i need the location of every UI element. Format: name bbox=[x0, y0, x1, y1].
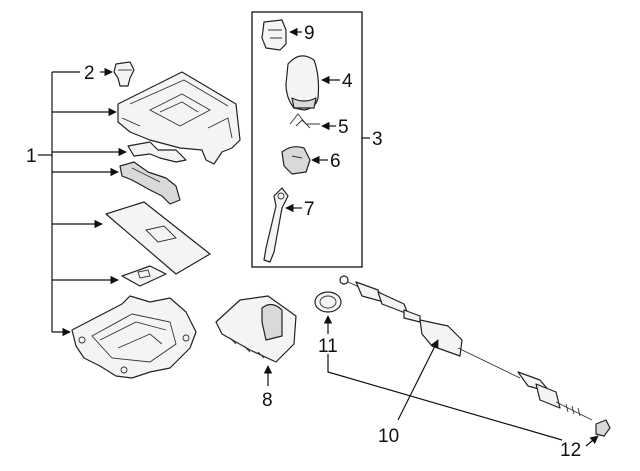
part-2-clip bbox=[100, 61, 135, 87]
part-12-clip-nut bbox=[585, 419, 611, 447]
callout-12: 12 bbox=[560, 440, 581, 461]
part-1-small-plate bbox=[121, 265, 167, 287]
callout-7: 7 bbox=[304, 199, 315, 220]
callout-6: 6 bbox=[330, 151, 341, 172]
part-4-shift-knob bbox=[285, 55, 340, 111]
callout-10: 10 bbox=[378, 426, 399, 447]
group-box-3 bbox=[251, 11, 363, 268]
bracket-1 bbox=[38, 71, 127, 337]
callout-9: 9 bbox=[304, 23, 315, 44]
callout-11: 11 bbox=[318, 336, 338, 357]
callout-4: 4 bbox=[342, 71, 353, 92]
leader-11-12 bbox=[327, 354, 563, 441]
part-1-panel bbox=[105, 201, 211, 275]
part-10-shift-cable bbox=[339, 275, 593, 421]
part-11-grommet bbox=[314, 291, 342, 334]
part-8-shifter-housing bbox=[215, 295, 297, 386]
part-1-trim-strip bbox=[127, 141, 187, 163]
part-7-shift-rod bbox=[263, 187, 302, 263]
callout-1: 1 bbox=[26, 146, 37, 167]
part-9-clip bbox=[261, 19, 302, 51]
part-1-lower-strip bbox=[119, 161, 181, 205]
part-1-base-bracket bbox=[71, 295, 197, 379]
part-1-top-cover bbox=[117, 71, 241, 165]
callout-3: 3 bbox=[372, 129, 383, 150]
callout-5: 5 bbox=[338, 117, 349, 138]
part-6-button-cap bbox=[281, 146, 328, 175]
part-5-spring-clip bbox=[289, 113, 336, 131]
callout-2: 2 bbox=[84, 63, 95, 84]
callout-8: 8 bbox=[262, 390, 273, 411]
